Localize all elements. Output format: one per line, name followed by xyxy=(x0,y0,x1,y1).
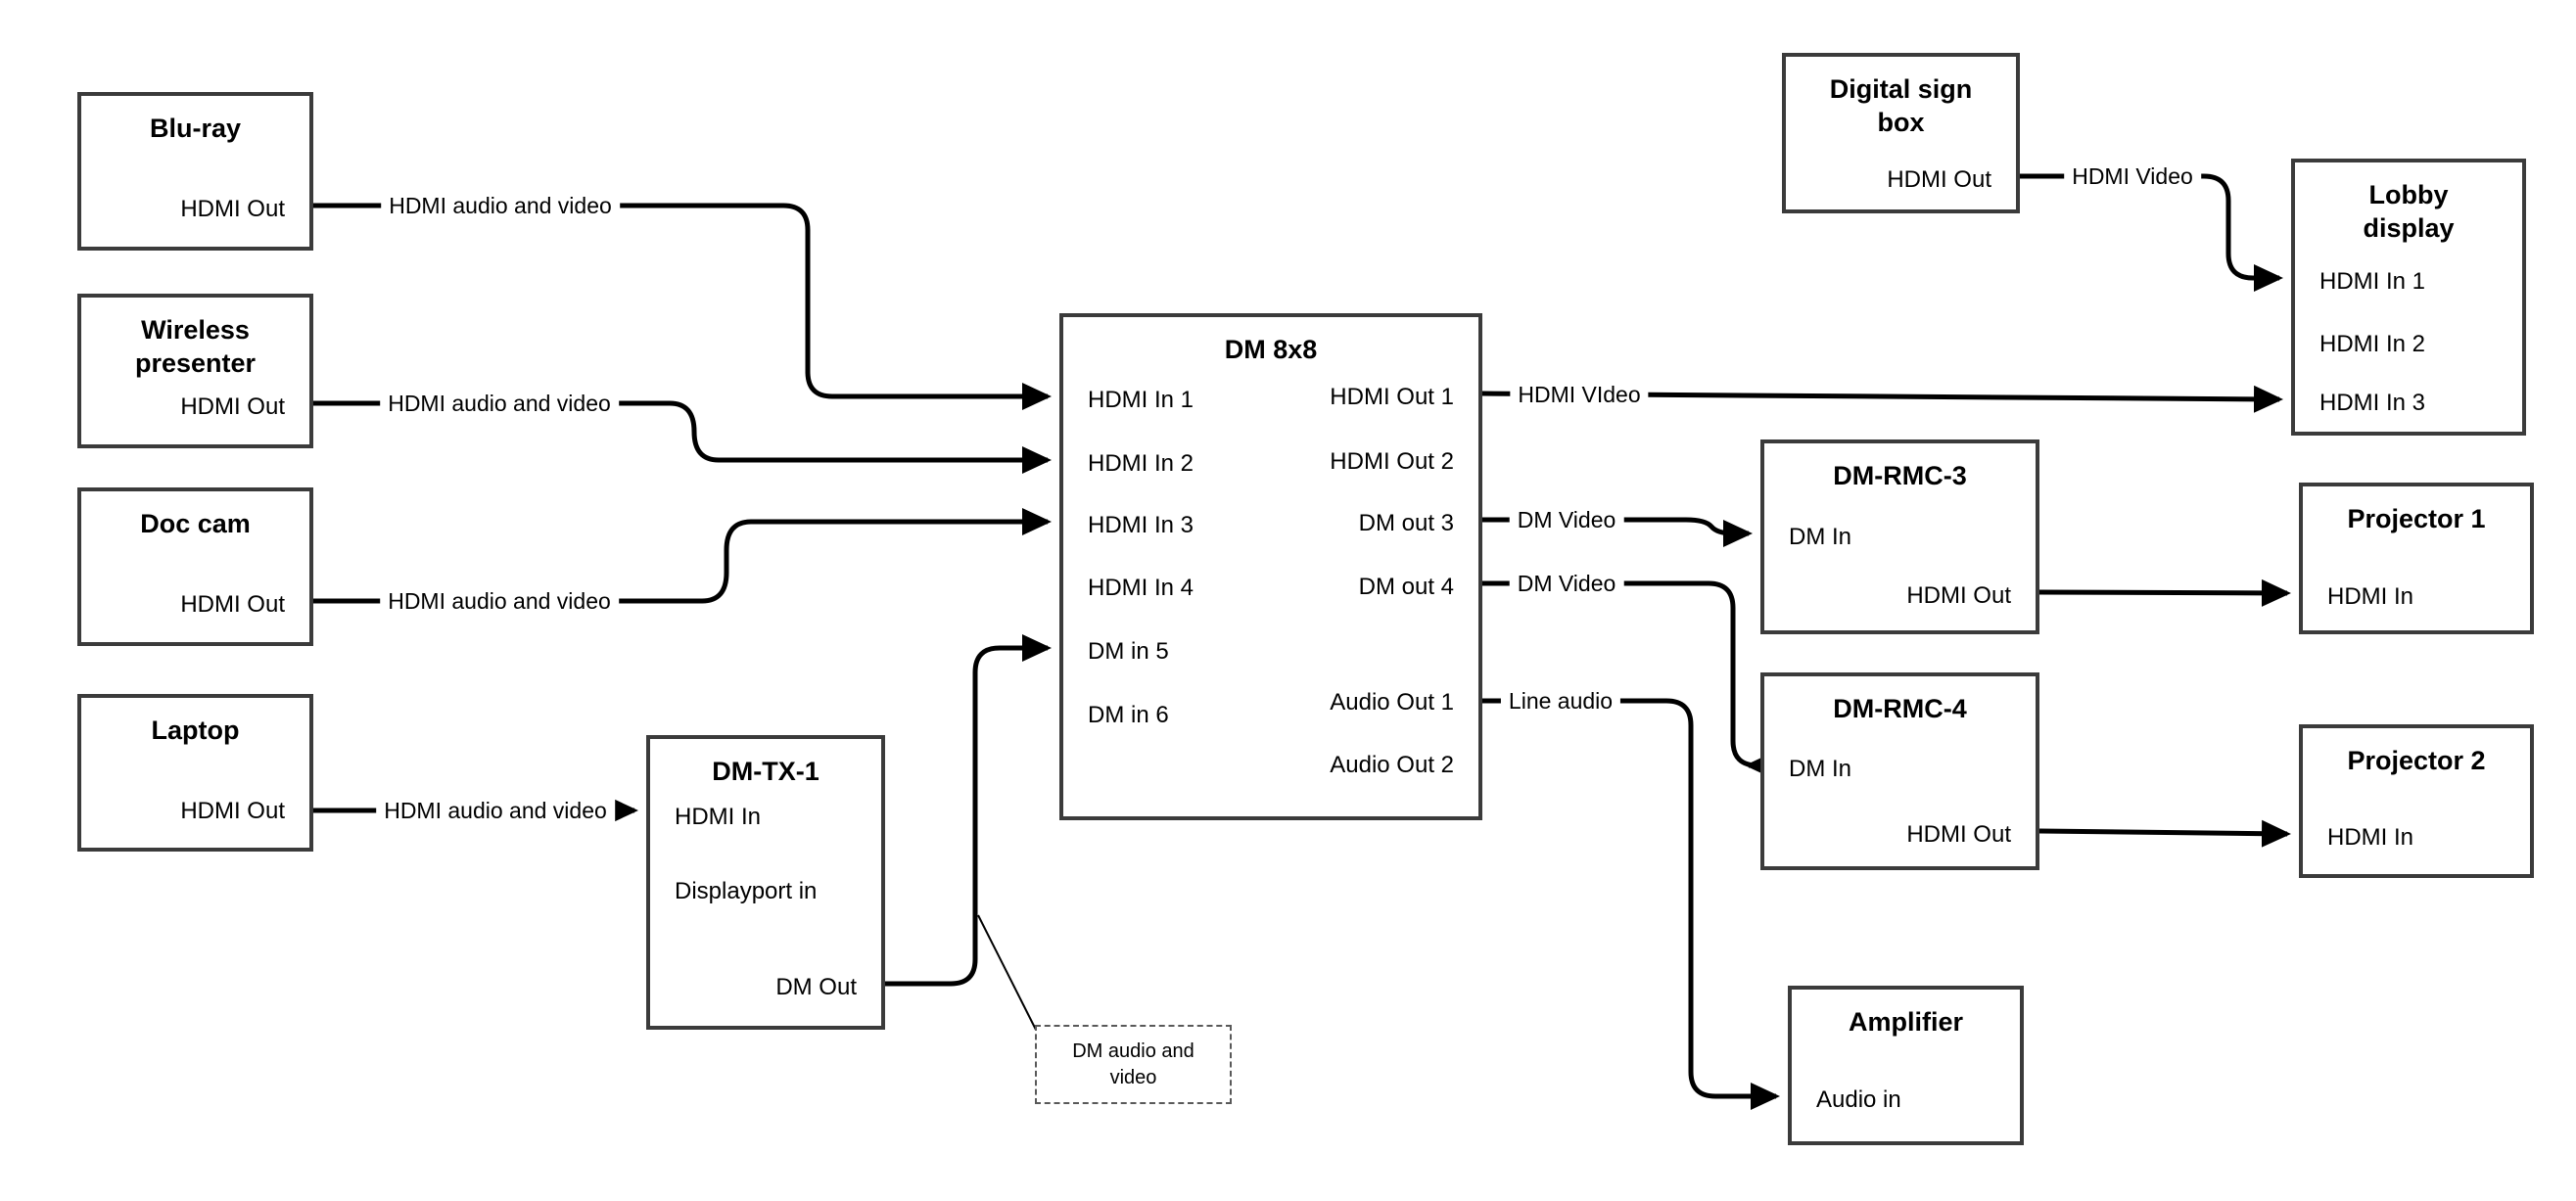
port-wireless-hdmi-out: HDMI Out xyxy=(180,393,285,420)
edge-label-laptop-hdmi-av: HDMI audio and video xyxy=(376,796,615,825)
node-doccam-title: Doc cam xyxy=(140,509,251,538)
port-dm8x8-audio-out-1: Audio Out 1 xyxy=(1330,689,1454,716)
port-dmrmc4-hdmi-out: HDMI Out xyxy=(1906,821,2011,848)
node-laptop-title: Laptop xyxy=(151,716,240,745)
node-digital-sign-box: Digital sign box HDMI Out xyxy=(1782,53,2020,213)
node-dmrmc3: DM-RMC-3 DM In HDMI Out xyxy=(1760,439,2039,634)
node-dm8x8-title: DM 8x8 xyxy=(1224,335,1318,364)
port-dm8x8-dm-in-5: DM in 5 xyxy=(1088,638,1169,665)
port-bluray-hdmi-out: HDMI Out xyxy=(180,196,285,222)
edge-label-hdmi-video-out1: HDMI VIdeo xyxy=(1510,380,1649,409)
wire-audio-out-1-to-amplifier xyxy=(1482,698,1781,1111)
port-dm8x8-dm-out-3: DM out 3 xyxy=(1358,510,1454,536)
port-dm8x8-hdmi-in-3: HDMI In 3 xyxy=(1088,512,1194,538)
wire-dm-out-4-to-dmrmc4 xyxy=(1482,580,1774,779)
node-dm8x8: DM 8x8 HDMI In 1 HDMI In 2 HDMI In 3 HDM… xyxy=(1059,313,1482,820)
node-dmrmc4-title: DM-RMC-4 xyxy=(1833,694,1967,723)
wire-dmrmc3-to-proj1 xyxy=(2038,578,2291,607)
port-laptop-hdmi-out: HDMI Out xyxy=(180,798,285,824)
port-projector1-hdmi-in: HDMI In xyxy=(2327,583,2414,610)
node-dmrmc3-title: DM-RMC-3 xyxy=(1833,461,1967,490)
node-dmrmc4: DM-RMC-4 DM In HDMI Out xyxy=(1760,672,2039,870)
port-dmrmc3-hdmi-out: HDMI Out xyxy=(1906,582,2011,609)
node-projector1-title: Projector 1 xyxy=(2347,504,2486,533)
port-dm8x8-dm-in-6: DM in 6 xyxy=(1088,702,1169,728)
node-lobby-title: Lobby display xyxy=(2363,180,2455,243)
callout-leader-line xyxy=(977,914,1037,1031)
node-laptop: Laptop HDMI Out xyxy=(77,694,313,852)
edge-label-dm-video-out4: DM Video xyxy=(1509,569,1624,598)
wire-dm-out-3-to-dmrmc3 xyxy=(1482,517,1754,548)
wire-digitalsign-to-lobby-in-1 xyxy=(2020,173,2284,293)
edge-label-doccam-hdmi-av: HDMI audio and video xyxy=(380,586,619,616)
node-projector1: Projector 1 HDMI In xyxy=(2299,483,2534,634)
node-dmtx1-title: DM-TX-1 xyxy=(712,757,820,786)
callout-dm-audio-video: DM audio and video xyxy=(1035,1025,1232,1104)
node-doccam: Doc cam HDMI Out xyxy=(77,487,313,646)
wire-bluray-to-hdmi-in-1 xyxy=(313,203,1053,411)
wire-dmtx1-to-dm-in-5 xyxy=(885,634,1053,987)
port-dmtx1-hdmi-in: HDMI In xyxy=(675,804,762,830)
node-bluray-title: Blu-ray xyxy=(149,114,242,143)
port-dm8x8-hdmi-in-2: HDMI In 2 xyxy=(1088,450,1194,477)
port-amplifier-audio-in: Audio in xyxy=(1816,1086,1901,1113)
node-amplifier-title: Amplifier xyxy=(1848,1007,1964,1037)
node-projector2-title: Projector 2 xyxy=(2347,746,2486,775)
port-digital-sign-hdmi-out: HDMI Out xyxy=(1887,166,1991,193)
node-digital-sign-title: Digital sign box xyxy=(1829,74,1973,137)
port-dmtx1-dm-out: DM Out xyxy=(775,974,857,1000)
edge-label-bluray-hdmi-av: HDMI audio and video xyxy=(381,191,620,220)
port-dm8x8-hdmi-in-1: HDMI In 1 xyxy=(1088,387,1194,413)
node-amplifier: Amplifier Audio in xyxy=(1788,986,2024,1145)
callout-text: DM audio and video xyxy=(1072,1039,1194,1088)
port-dm8x8-hdmi-out-1: HDMI Out 1 xyxy=(1330,384,1454,410)
node-dmtx1: DM-TX-1 HDMI In Displayport in DM Out xyxy=(646,735,885,1030)
port-lobby-hdmi-in-2: HDMI In 2 xyxy=(2319,331,2426,357)
port-dm8x8-dm-out-4: DM out 4 xyxy=(1358,574,1454,600)
edge-label-line-audio: Line audio xyxy=(1500,686,1621,716)
node-wireless-title: Wireless presenter xyxy=(134,315,257,378)
port-dm8x8-audio-out-2: Audio Out 2 xyxy=(1330,752,1454,778)
port-dm8x8-hdmi-out-2: HDMI Out 2 xyxy=(1330,448,1454,475)
port-projector2-hdmi-in: HDMI In xyxy=(2327,824,2414,851)
wire-dmrmc4-to-proj2 xyxy=(2038,819,2291,848)
edge-label-wireless-hdmi-av: HDMI audio and video xyxy=(380,389,619,418)
wire-doccam-to-hdmi-in-3 xyxy=(313,508,1053,604)
port-dm8x8-hdmi-in-4: HDMI In 4 xyxy=(1088,575,1194,601)
port-lobby-hdmi-in-1: HDMI In 1 xyxy=(2319,268,2426,295)
node-lobby-display: Lobby display HDMI In 1 HDMI In 2 HDMI I… xyxy=(2291,159,2526,436)
edge-label-dm-video-out3: DM Video xyxy=(1509,505,1624,534)
port-doccam-hdmi-out: HDMI Out xyxy=(180,591,285,618)
port-dmrmc3-dm-in: DM In xyxy=(1789,524,1852,550)
wire-wireless-to-hdmi-in-2 xyxy=(313,400,1053,475)
port-dmrmc4-dm-in: DM In xyxy=(1789,756,1852,782)
port-lobby-hdmi-in-3: HDMI In 3 xyxy=(2319,390,2426,416)
port-dmtx1-displayport-in: Displayport in xyxy=(675,878,818,904)
node-bluray: Blu-ray HDMI Out xyxy=(77,92,313,251)
node-wireless-presenter: Wireless presenter HDMI Out xyxy=(77,294,313,448)
edge-label-digitalsign-hdmi-video: HDMI Video xyxy=(2064,162,2201,191)
node-projector2: Projector 2 HDMI In xyxy=(2299,724,2534,878)
